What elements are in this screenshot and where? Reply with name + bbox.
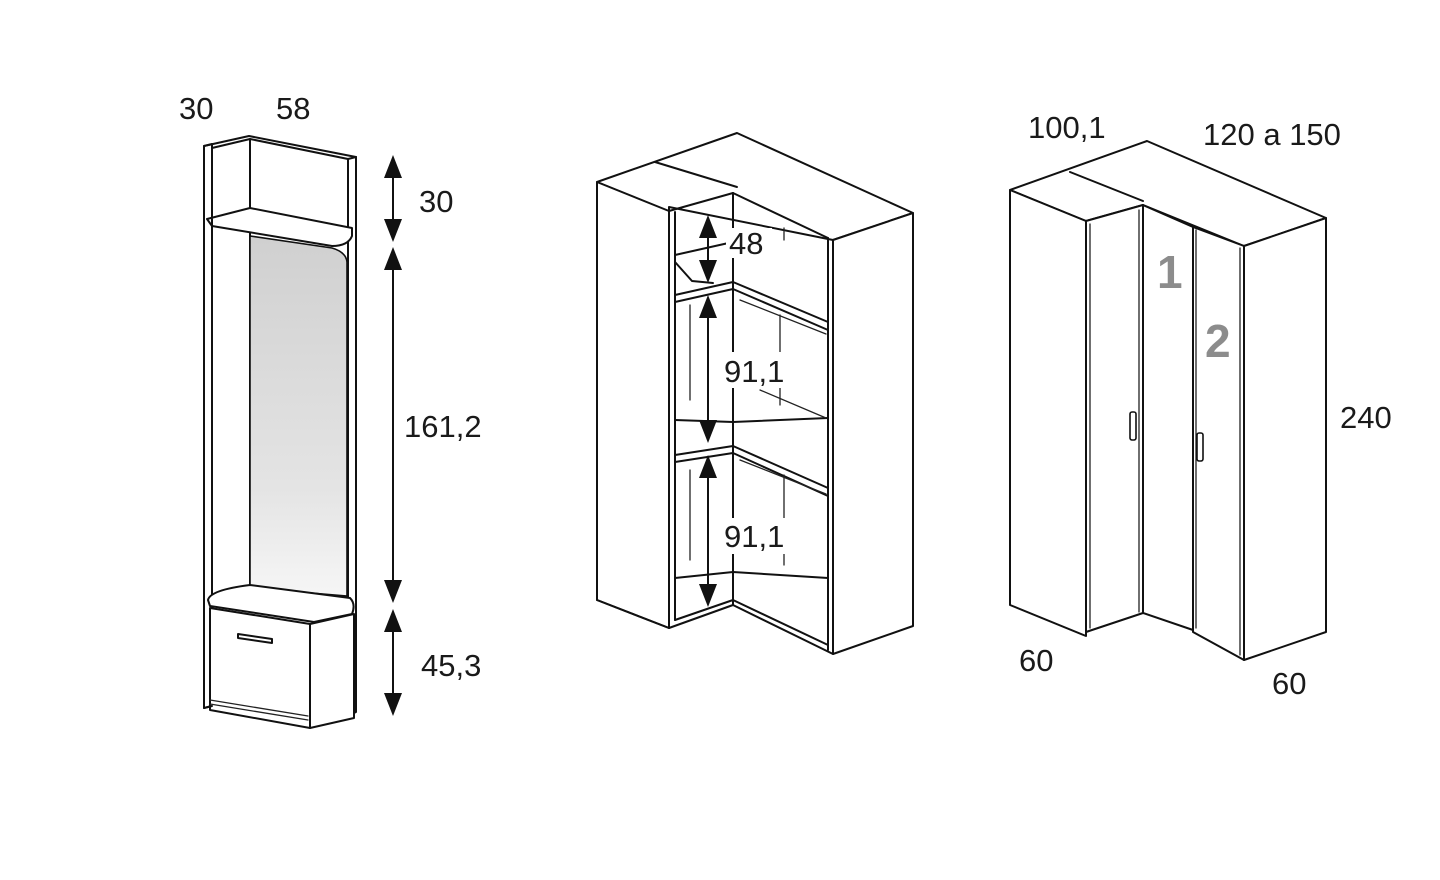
closed-right-width-label: 120 a 150: [1203, 117, 1341, 152]
hall-width-label: 58: [276, 91, 310, 126]
open-upper-height-label: 48: [729, 226, 763, 261]
hall-drawer-handle: [237, 633, 273, 644]
dimension-arrows: [384, 155, 717, 716]
open-left-side: [596, 181, 670, 629]
dimension-labels: 30 58 30 161,2 45,3 48 91,1 91,1 100,1 1…: [179, 91, 1392, 701]
hall-depth-label: 30: [179, 91, 213, 126]
hall-right-side: [347, 156, 357, 717]
hall-drawer-side: [309, 613, 355, 729]
closed-handle-2: [1196, 432, 1204, 462]
hall-bottom-height-label: 45,3: [421, 648, 481, 683]
open-right-side: [832, 212, 914, 655]
hall-unit: [203, 135, 357, 729]
closed-handle-1: [1129, 411, 1137, 441]
closed-height-label: 240: [1340, 400, 1392, 435]
closed-right-depth-label: 60: [1272, 666, 1306, 701]
closed-left-width-label: 100,1: [1028, 110, 1106, 145]
open-corner-wardrobe: [596, 132, 914, 655]
closed-left-side: [1009, 189, 1087, 637]
closed-left-depth-label: 60: [1019, 643, 1053, 678]
door-2-number: 2: [1205, 315, 1231, 367]
hall-drawer-front: [209, 607, 311, 729]
open-lower-height-label: 91,1: [724, 519, 784, 554]
closed-corner-wardrobe: [1009, 140, 1327, 661]
hall-mirror: [249, 235, 348, 597]
hall-top-height-label: 30: [419, 184, 453, 219]
hall-mirror-height-label: 161,2: [404, 409, 482, 444]
open-middle-height-label: 91,1: [724, 354, 784, 389]
hall-top-shelf: [206, 207, 353, 247]
door-1-number: 1: [1157, 246, 1183, 298]
closed-right-side: [1243, 217, 1327, 661]
